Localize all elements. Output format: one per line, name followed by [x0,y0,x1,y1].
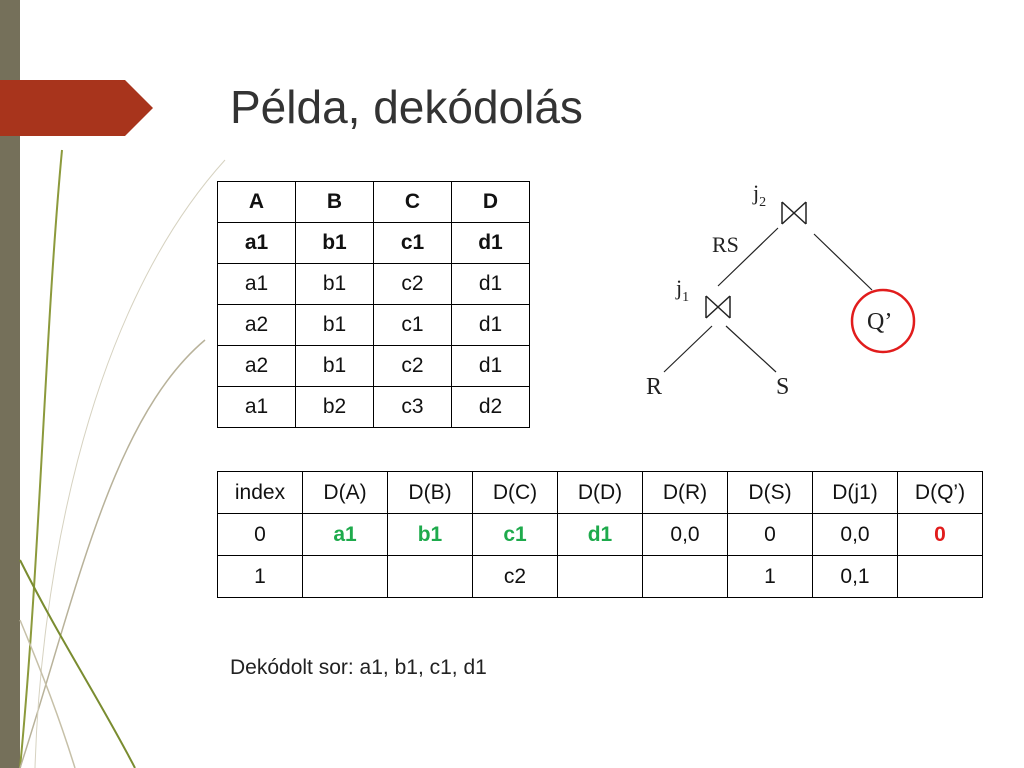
table-cell: d1 [557,513,643,556]
table-header-row: index D(A) D(B) D(C) D(D) D(R) D(S) D(j1… [217,471,983,514]
table-cell: c2 [472,555,558,598]
q-label: Q’ [867,309,892,335]
table-cell: a1 [217,263,296,305]
decoded-row-text: Dekódolt sor: a1, b1, c1, d1 [230,656,487,679]
table-cell [387,555,473,598]
header-cell: index [217,471,303,514]
table-cell: 1 [727,555,813,598]
edge-j1-s [725,325,777,373]
header-cell: D(B) [387,471,473,514]
r-label: R [646,374,662,400]
table-cell: c1 [373,222,452,264]
header-cell: D(Q’) [897,471,983,514]
side-bar [0,0,20,768]
table-cell: c3 [373,386,452,428]
edge-j2-q [813,233,873,291]
table-row: a1 b1 c1 d1 [217,222,530,264]
table-header-row: A B C D [217,181,530,223]
table-cell: d1 [451,304,530,346]
table-cell [302,555,388,598]
title-arrow-accent [0,80,153,136]
table-cell: b1 [295,304,374,346]
table-cell: b1 [295,345,374,387]
header-cell: D(R) [642,471,728,514]
table-cell [557,555,643,598]
table-cell: c1 [373,304,452,346]
join-icon-j1 [705,295,731,319]
table-cell: d1 [451,345,530,387]
relation-table: A B C D a1 b1 c1 d1 a1 b1 c2 d1 a2 b1 c1… [217,181,530,428]
table-cell: 0 [727,513,813,556]
header-cell: C [373,181,452,223]
table-cell: a1 [302,513,388,556]
q-highlight-circle [850,288,916,354]
table-cell [897,555,983,598]
header-cell: D(S) [727,471,813,514]
table-cell: 0 [217,513,303,556]
header-cell: B [295,181,374,223]
rs-label: RS [712,232,739,257]
s-label: S [776,374,789,400]
table-cell: a1 [217,386,296,428]
join-tree-diagram: j2 RS j1 R S Q’ [646,180,916,400]
header-cell: D(A) [302,471,388,514]
table-row: 1 c2 1 0,1 [217,555,983,598]
table-row: a1 b2 c3 d2 [217,386,530,428]
table-cell: c2 [373,263,452,305]
header-cell: D [451,181,530,223]
j1-label: j1 [675,275,689,305]
table-cell: 1 [217,555,303,598]
table-cell: 0,1 [812,555,898,598]
slide-title: Példa, dekódolás [230,81,583,133]
join-icon-j2 [781,201,807,225]
table-row: a2 b1 c1 d1 [217,304,530,346]
header-cell: D(C) [472,471,558,514]
table-cell: 0 [897,513,983,556]
edge-j1-r [663,325,713,373]
table-cell: a2 [217,345,296,387]
table-cell: 0,0 [812,513,898,556]
table-cell: b1 [295,222,374,264]
table-cell: b2 [295,386,374,428]
table-cell: b1 [295,263,374,305]
table-cell: 0,0 [642,513,728,556]
table-cell: c1 [472,513,558,556]
table-cell: d1 [451,263,530,305]
table-cell [642,555,728,598]
header-cell: D(j1) [812,471,898,514]
j2-label: j2 [752,180,766,210]
table-cell: a2 [217,304,296,346]
edge-j2-j1 [717,227,779,287]
decoding-table: index D(A) D(B) D(C) D(D) D(R) D(S) D(j1… [217,471,983,598]
table-cell: c2 [373,345,452,387]
table-cell: d2 [451,386,530,428]
table-row: a2 b1 c2 d1 [217,345,530,387]
table-row: a1 b1 c2 d1 [217,263,530,305]
header-cell: D(D) [557,471,643,514]
table-row: 0 a1 b1 c1 d1 0,0 0 0,0 0 [217,513,983,556]
header-cell: A [217,181,296,223]
table-cell: d1 [451,222,530,264]
table-cell: b1 [387,513,473,556]
table-cell: a1 [217,222,296,264]
